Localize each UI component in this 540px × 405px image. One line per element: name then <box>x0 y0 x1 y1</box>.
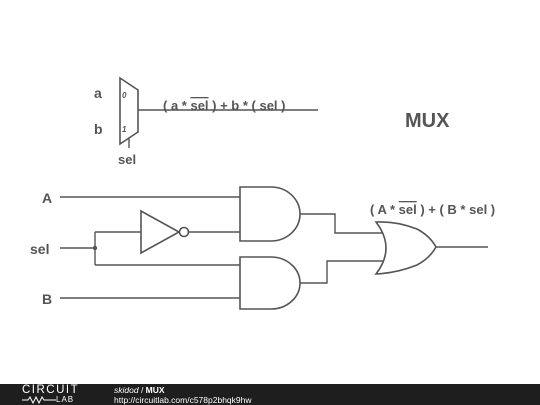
footer-title-line: skidod / MUX <box>114 385 165 395</box>
not-gate <box>140 209 181 255</box>
wire-and1-to-or <box>300 213 385 234</box>
logo-text-bottom: LAB <box>22 395 75 405</box>
junction-dot <box>92 245 98 251</box>
input-label-B: B <box>42 291 52 307</box>
circuit-canvas: a b sel 0 1 ( a * sel ) + b * ( sel ) MU… <box>30 76 495 310</box>
logo-text-top: CIRCUIT <box>22 384 80 396</box>
schematic-expression: ( A * sel ) + ( B * sel ) <box>370 202 495 217</box>
path-separator: / <box>138 385 146 395</box>
circuitlab-logo: CIRCUIT LAB <box>22 384 94 405</box>
gate-schematic: A sel B ( A * sel ) + ( B * sel ) <box>30 186 495 310</box>
or-gate <box>374 221 437 275</box>
logo-text-lab: LAB <box>56 395 75 404</box>
circuit-title: MUX <box>145 385 165 395</box>
mux-trapezoid <box>119 76 139 146</box>
footer-bar: CIRCUIT LAB skidod / MUX http://circuitl… <box>0 384 540 405</box>
mux-label-sel: sel <box>118 152 136 167</box>
mux-expression: ( a * sel ) + b * ( sel ) <box>163 98 285 113</box>
resistor-icon <box>22 395 56 405</box>
and-gate-bottom <box>239 256 301 310</box>
mux-symbol: a b sel 0 1 ( a * sel ) + b * ( sel ) <box>94 76 318 167</box>
and-gate-top <box>239 186 301 242</box>
input-label-A: A <box>42 190 52 206</box>
author-link[interactable]: skidod <box>114 385 139 395</box>
mux-label-a: a <box>94 85 102 101</box>
mux-port-0: 0 <box>122 91 127 100</box>
wire-and2-to-or <box>300 260 386 284</box>
mux-port-1: 1 <box>122 125 127 134</box>
circuit-url-link[interactable]: http://circuitlab.com/c578p2bhqk9hw <box>114 395 252 405</box>
input-label-sel: sel <box>30 241 49 257</box>
mux-label-b: b <box>94 121 103 137</box>
not-gate-bubble <box>178 226 190 238</box>
mux-title: MUX <box>405 110 450 132</box>
